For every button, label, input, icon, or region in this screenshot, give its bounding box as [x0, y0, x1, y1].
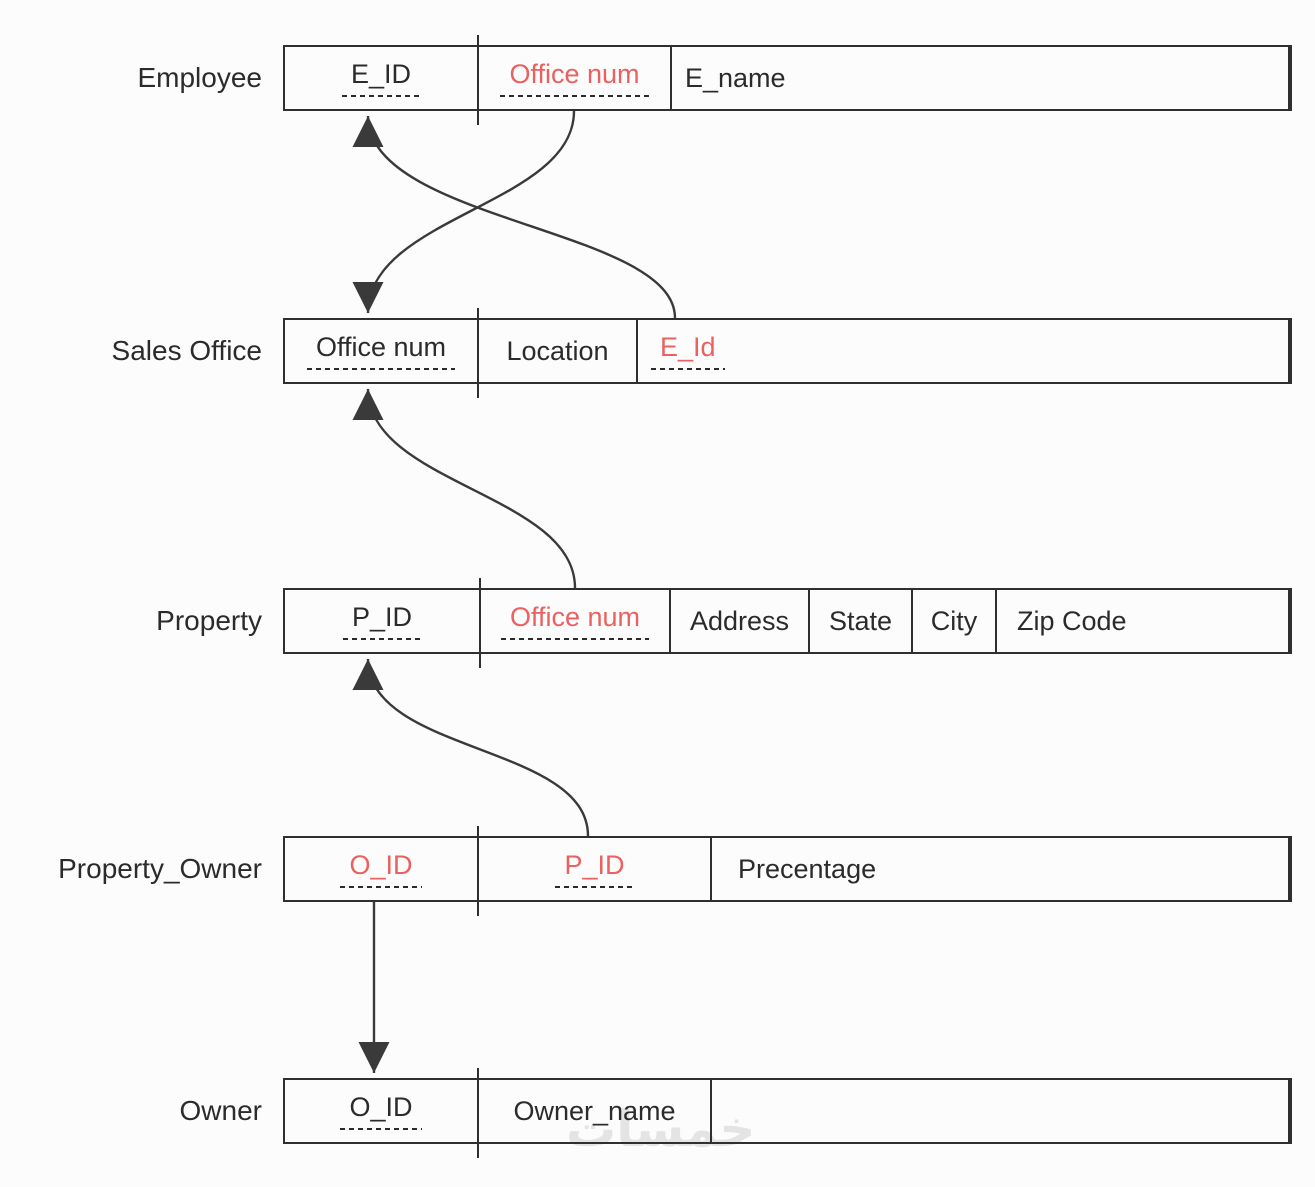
- primary-key-divider: [477, 826, 479, 916]
- table-label-property: Property: [156, 605, 262, 636]
- row-property: Property P_ID Office num Address: [0, 578, 1315, 668]
- attr-text: E_Id: [660, 332, 716, 362]
- attribute-address: Address: [690, 606, 789, 637]
- cell-property-state: State: [810, 590, 913, 652]
- cell-propertyowner-p-id: P_ID: [479, 838, 712, 900]
- attribute-e-id: E_ID: [341, 59, 421, 97]
- attr-text: Address: [689, 605, 790, 636]
- attr-text: Zip Code: [1017, 605, 1127, 636]
- arrow-salesoffice-eid-to-employee-eid: [352, 115, 677, 319]
- attribute-o-id-pk: O_ID: [340, 1092, 422, 1130]
- table-label-employee: Employee: [137, 62, 262, 93]
- key-dashed-underline: [340, 1128, 422, 1130]
- attribute-office-num-fk: Office num: [500, 59, 649, 97]
- key-dashed-underline: [340, 886, 422, 888]
- table-label-property-owner: Property_Owner: [58, 853, 262, 884]
- watermark: خمسات: [566, 1100, 756, 1158]
- attribute-office-num-pk: Office num: [306, 332, 456, 370]
- cell-salesoffice-location: Location: [479, 320, 638, 382]
- attr-text: O_ID: [349, 1092, 413, 1122]
- attr-text: City: [930, 605, 978, 636]
- row-employee: Employee E_ID Office num E_name: [0, 35, 1315, 125]
- cell-salesoffice-office-num: Office num: [285, 320, 479, 382]
- attr-text: E_ID: [350, 59, 412, 89]
- attr-text: Office num: [509, 602, 641, 632]
- table-property: P_ID Office num Address State: [283, 578, 1292, 668]
- cell-owner-owner-name: Owner_name: [479, 1080, 712, 1142]
- attr-text: O_ID: [349, 850, 413, 880]
- table-label-sales-office: Sales Office: [111, 335, 262, 366]
- attribute-p-id-pk: P_ID: [342, 602, 422, 640]
- key-dashed-underline: [651, 368, 725, 370]
- attribute-location: Location: [506, 336, 608, 367]
- attribute-city: City: [931, 606, 978, 637]
- cell-propertyowner-o-id: O_ID: [285, 838, 479, 900]
- key-dashed-underline: [500, 638, 650, 640]
- table-label-owner: Owner: [179, 1095, 262, 1126]
- row-property-owner: Property_Owner O_ID P_ID Precentage: [0, 826, 1315, 916]
- table-employee: E_ID Office num E_name: [283, 35, 1292, 125]
- cell-property-office-num: Office num: [481, 590, 671, 652]
- attribute-owner-name: Owner_name: [513, 1096, 675, 1127]
- cell-owner-empty: [712, 1080, 1290, 1142]
- cell-property-p-id: P_ID: [285, 590, 481, 652]
- cell-employee-e-name: E_name: [672, 47, 1290, 109]
- row-owner: Owner O_ID Owner_name: [0, 1068, 1315, 1158]
- key-dashed-underline: [341, 95, 421, 97]
- attr-text: Office num: [509, 59, 640, 89]
- primary-key-divider: [477, 308, 479, 398]
- cell-property-address: Address: [671, 590, 810, 652]
- attr-text: Owner_name: [513, 1095, 676, 1126]
- key-dashed-underline: [306, 368, 456, 370]
- table-owner: O_ID Owner_name: [283, 1068, 1292, 1158]
- attribute-zip-code: Zip Code: [1017, 606, 1127, 637]
- cell-property-zip-code: Zip Code: [997, 590, 1290, 652]
- primary-key-divider: [477, 1068, 479, 1158]
- attribute-o-id-pk-fk: O_ID: [340, 850, 422, 888]
- cell-propertyowner-precentage: Precentage: [712, 838, 1290, 900]
- primary-key-divider: [479, 578, 481, 668]
- cell-salesoffice-e-id: E_Id: [638, 320, 1290, 382]
- attr-text: Location: [506, 335, 609, 366]
- row-sales-office: Sales Office Office num Location E_Id: [0, 308, 1315, 398]
- attribute-p-id-pk-fk: P_ID: [555, 850, 634, 888]
- attribute-precentage: Precentage: [738, 854, 876, 885]
- key-dashed-underline: [555, 886, 634, 888]
- attr-text: P_ID: [564, 850, 625, 880]
- attribute-e-name: E_name: [685, 63, 786, 94]
- cell-owner-o-id: O_ID: [285, 1080, 479, 1142]
- attr-text: Office num: [315, 332, 447, 362]
- key-dashed-underline: [342, 638, 422, 640]
- attr-text: State: [828, 605, 893, 636]
- attr-text: E_name: [685, 62, 786, 93]
- attr-text: Precentage: [738, 853, 877, 884]
- attribute-e-id-fk: E_Id: [651, 332, 725, 370]
- cell-property-city: City: [913, 590, 997, 652]
- table-sales-office: Office num Location E_Id: [283, 308, 1292, 398]
- table-property-owner: O_ID P_ID Precentage: [283, 826, 1292, 916]
- primary-key-divider: [477, 35, 479, 125]
- arrow-employee-officenum-to-salesoffice-officenum: [352, 110, 576, 314]
- attribute-state: State: [829, 606, 892, 637]
- arrow-property-officenum-to-salesoffice-officenum: [352, 388, 577, 589]
- attribute-office-num-fk: Office num: [500, 602, 650, 640]
- cell-employee-office-num: Office num: [479, 47, 672, 109]
- attr-text: P_ID: [351, 602, 413, 632]
- cell-employee-e-id: E_ID: [285, 47, 479, 109]
- arrow-propertyowner-pid-to-property-pid: [352, 658, 590, 837]
- key-dashed-underline: [500, 95, 649, 97]
